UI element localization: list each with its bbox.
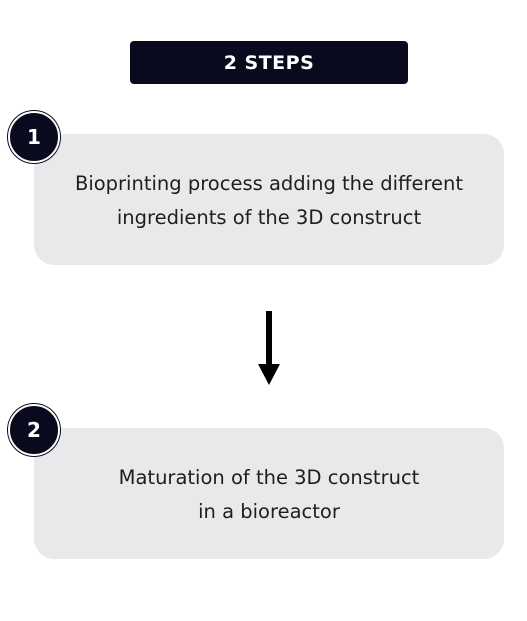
step-2-box: Maturation of the 3D construct in a bior… bbox=[34, 428, 504, 559]
step-1-text-line-2: ingredients of the 3D construct bbox=[116, 205, 422, 229]
step-1-text-line-1: Bioprinting process adding the different bbox=[74, 171, 464, 195]
step-1-number: 1 bbox=[27, 125, 41, 149]
step-2-text-line-1: Maturation of the 3D construct bbox=[118, 465, 420, 489]
steps-header-badge: 2 STEPS bbox=[130, 41, 408, 84]
step-1-number-badge: 1 bbox=[8, 111, 60, 163]
step-1-box: Bioprinting process adding the different… bbox=[34, 134, 504, 265]
steps-header-title: 2 STEPS bbox=[223, 51, 315, 74]
step-2-number: 2 bbox=[27, 418, 41, 442]
step-2-text-line-2: in a bioreactor bbox=[198, 499, 340, 523]
step-2-number-badge: 2 bbox=[8, 404, 60, 456]
down-arrow-icon bbox=[258, 311, 280, 385]
